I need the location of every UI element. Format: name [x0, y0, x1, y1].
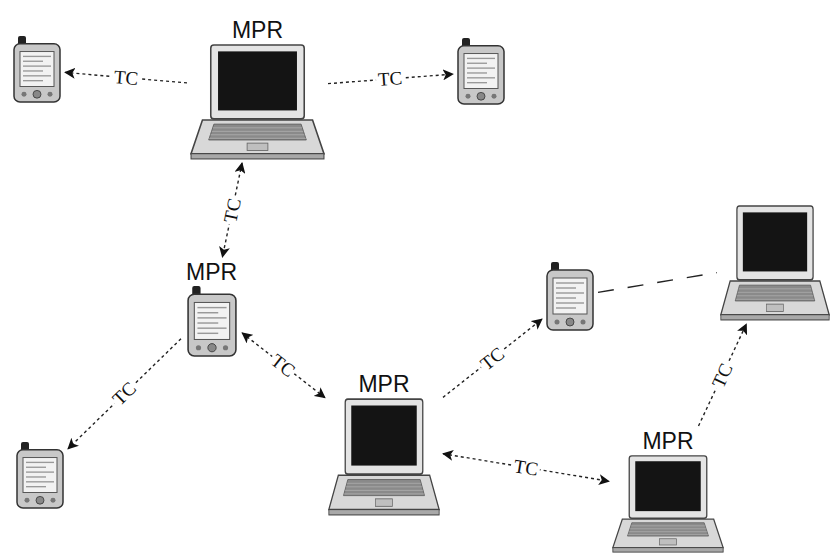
pda-icon	[456, 38, 506, 106]
laptop-icon	[720, 205, 830, 321]
edge-label: TC	[266, 349, 300, 381]
laptop-icon	[190, 44, 325, 160]
node-heading: MPR	[184, 260, 239, 286]
laptop-node: MPR	[190, 18, 325, 160]
laptop-icon	[328, 398, 440, 516]
pda-node: MPR	[184, 260, 239, 358]
pda-icon	[186, 286, 238, 358]
tc-arrow	[68, 339, 181, 449]
tc-arrow	[443, 319, 542, 397]
laptop-node: MPR	[612, 429, 724, 553]
tc-arrow	[699, 324, 747, 426]
link-line	[598, 273, 717, 293]
node-heading: MPR	[230, 18, 285, 44]
pda-node	[12, 36, 62, 104]
edge-label: TC	[511, 456, 542, 479]
pda-icon	[545, 262, 595, 332]
edge-label: TC	[111, 67, 141, 88]
edge-label: TC	[708, 359, 737, 393]
pda-node	[15, 442, 65, 510]
laptop-icon	[612, 455, 724, 553]
tc-arrow	[242, 333, 325, 398]
laptop-node	[720, 205, 830, 321]
edge-label: TC	[375, 68, 405, 89]
laptop-node: MPR	[328, 372, 440, 516]
pda-icon	[12, 36, 62, 104]
pda-node	[545, 262, 595, 332]
pda-icon	[15, 442, 65, 510]
edge-label: TC	[475, 342, 509, 374]
pda-node	[456, 38, 506, 106]
edge-label: TC	[220, 195, 244, 227]
node-heading: MPR	[356, 372, 411, 398]
node-heading: MPR	[640, 429, 695, 455]
tc-arrow	[443, 454, 609, 481]
